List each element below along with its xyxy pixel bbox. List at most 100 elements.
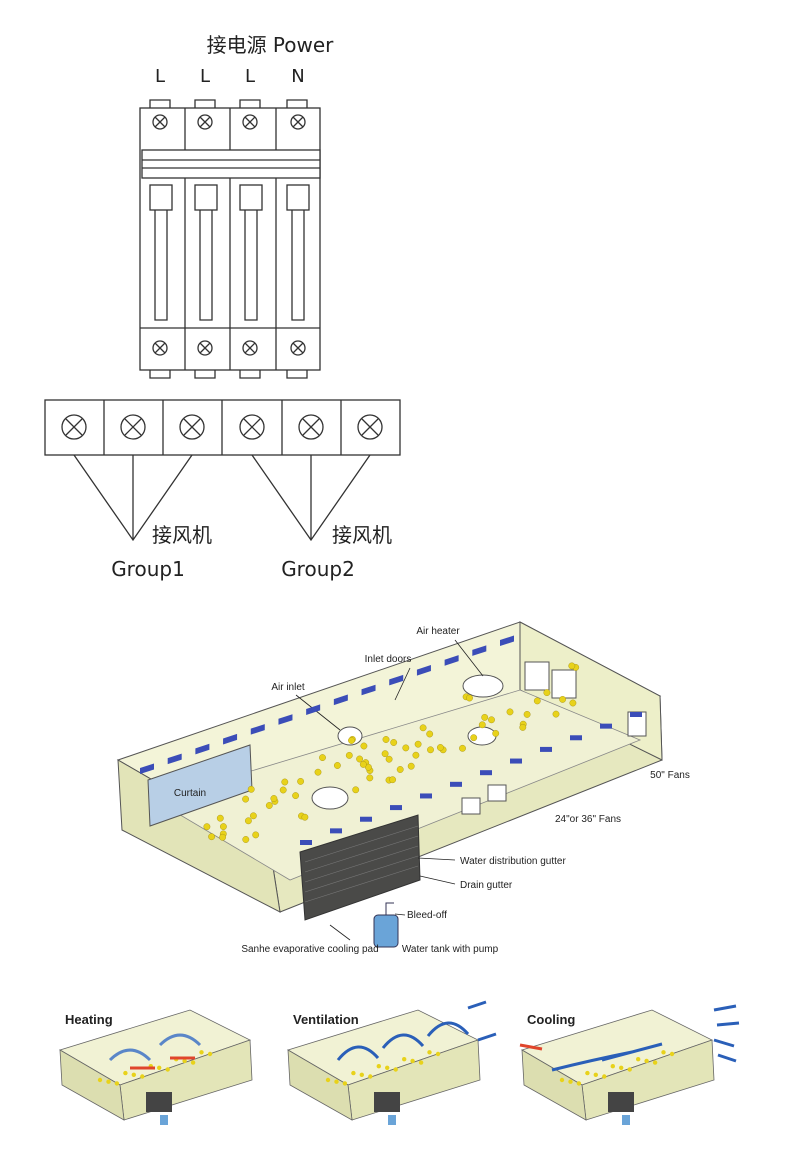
chick-icon	[314, 768, 322, 776]
window-icon	[278, 714, 293, 725]
pole-label: L	[245, 66, 255, 87]
mode-label-heating: Heating	[65, 1012, 113, 1027]
chick-icon	[208, 833, 216, 841]
chick-icon	[426, 730, 434, 738]
window-icon	[472, 645, 487, 656]
chick-icon	[157, 1065, 162, 1071]
window-icon	[333, 694, 348, 706]
duct-fan-icon	[311, 786, 349, 810]
chick-icon	[427, 746, 434, 754]
chick-icon	[292, 792, 299, 799]
mode-label-cooling: Cooling	[527, 1012, 575, 1027]
label-water-tank: Water tank with pump	[402, 944, 499, 955]
chick-icon	[182, 1058, 187, 1064]
air-arrow-icon	[551, 1042, 663, 1072]
terminal-block	[44, 399, 401, 542]
chick-icon	[407, 762, 415, 770]
chick-flock	[203, 662, 580, 843]
label-air-heater: Air heater	[416, 626, 460, 637]
chick-icon	[466, 694, 473, 702]
chick-icon	[568, 662, 576, 670]
exhaust-arrow-icon	[477, 1032, 497, 1042]
chick-icon	[559, 696, 566, 703]
chick-icon	[368, 1074, 373, 1079]
chick-icon	[412, 751, 420, 759]
air-inlet-icon	[337, 726, 363, 746]
wall-fan-icon	[487, 784, 507, 802]
mode-house-heat	[59, 1009, 253, 1125]
chick-icon	[402, 744, 410, 752]
window-icon	[140, 763, 154, 775]
chick-icon	[418, 1060, 424, 1065]
mode-label-ventilation: Ventilation	[293, 1012, 359, 1027]
window-icon	[361, 684, 376, 696]
window-icon	[540, 746, 552, 752]
chick-icon	[661, 1050, 666, 1055]
chick-icon	[419, 724, 427, 732]
window-icon	[300, 840, 312, 845]
chick-icon	[459, 744, 466, 752]
chick-icon	[593, 1072, 598, 1078]
chick-icon	[402, 1057, 407, 1062]
pole-label: N	[291, 66, 304, 87]
mini-tank-icon	[388, 1115, 396, 1125]
window-icon	[450, 781, 462, 787]
end-fan-icon	[524, 661, 550, 691]
chick-icon	[359, 761, 367, 768]
chick-icon	[585, 1070, 590, 1076]
chick-icon	[247, 785, 255, 793]
label-inlet-doors: Inlet doors	[365, 654, 412, 665]
chick-icon	[390, 739, 398, 746]
air-arrow-icon	[336, 1021, 470, 1061]
window-icon	[500, 635, 514, 647]
chick-icon	[523, 711, 531, 718]
chick-icon	[389, 776, 396, 784]
label-drain-gutter: Drain gutter	[460, 880, 513, 891]
chick-icon	[569, 699, 577, 707]
window-icon	[223, 733, 238, 745]
chick-icon	[568, 1079, 573, 1084]
heat-arrow-icon	[130, 1056, 195, 1070]
chick-icon	[669, 1051, 675, 1057]
chick-icon	[301, 813, 309, 821]
chick-icon	[244, 817, 252, 825]
chick-icon	[506, 708, 514, 716]
window-icon	[195, 743, 210, 755]
chick-icon	[360, 742, 368, 750]
chick-icon	[199, 1050, 204, 1055]
chick-icon	[359, 1072, 364, 1078]
label-curtain: Curtain	[174, 788, 206, 799]
chick-icon	[636, 1057, 641, 1062]
mode-house-vent	[287, 1000, 497, 1125]
window-icon	[600, 723, 612, 729]
group2-label: Group2	[281, 557, 355, 581]
chick-icon	[376, 1064, 381, 1069]
mini-pad	[146, 1092, 172, 1112]
chick-icon	[619, 1065, 624, 1071]
window-icon	[360, 816, 372, 822]
chick-icon	[644, 1058, 649, 1064]
chick-icon	[242, 836, 250, 843]
chick-icon	[385, 755, 393, 763]
window-icon	[390, 805, 402, 811]
exhaust-arrow-icon	[713, 1004, 740, 1063]
chick-icon	[481, 714, 489, 721]
chick-icon	[435, 1051, 441, 1057]
chick-icon	[552, 710, 560, 718]
pole-label: L	[155, 66, 165, 87]
mini-pad	[608, 1092, 634, 1112]
label-water-gutter: Water distribution gutter	[460, 856, 566, 867]
chick-icon	[427, 1050, 432, 1055]
chick-icon	[265, 802, 273, 809]
air-heater-icon	[462, 674, 504, 698]
chick-icon	[216, 814, 224, 822]
chick-icon	[382, 736, 390, 743]
chick-icon	[106, 1079, 111, 1084]
mode-thumbnails	[59, 1000, 740, 1125]
group1-cn-label: 接风机	[152, 523, 212, 547]
chick-icon	[396, 766, 404, 773]
chick-icon	[602, 1074, 607, 1079]
label-bleed-off: Bleed-off	[407, 910, 447, 921]
chick-icon	[478, 721, 486, 729]
